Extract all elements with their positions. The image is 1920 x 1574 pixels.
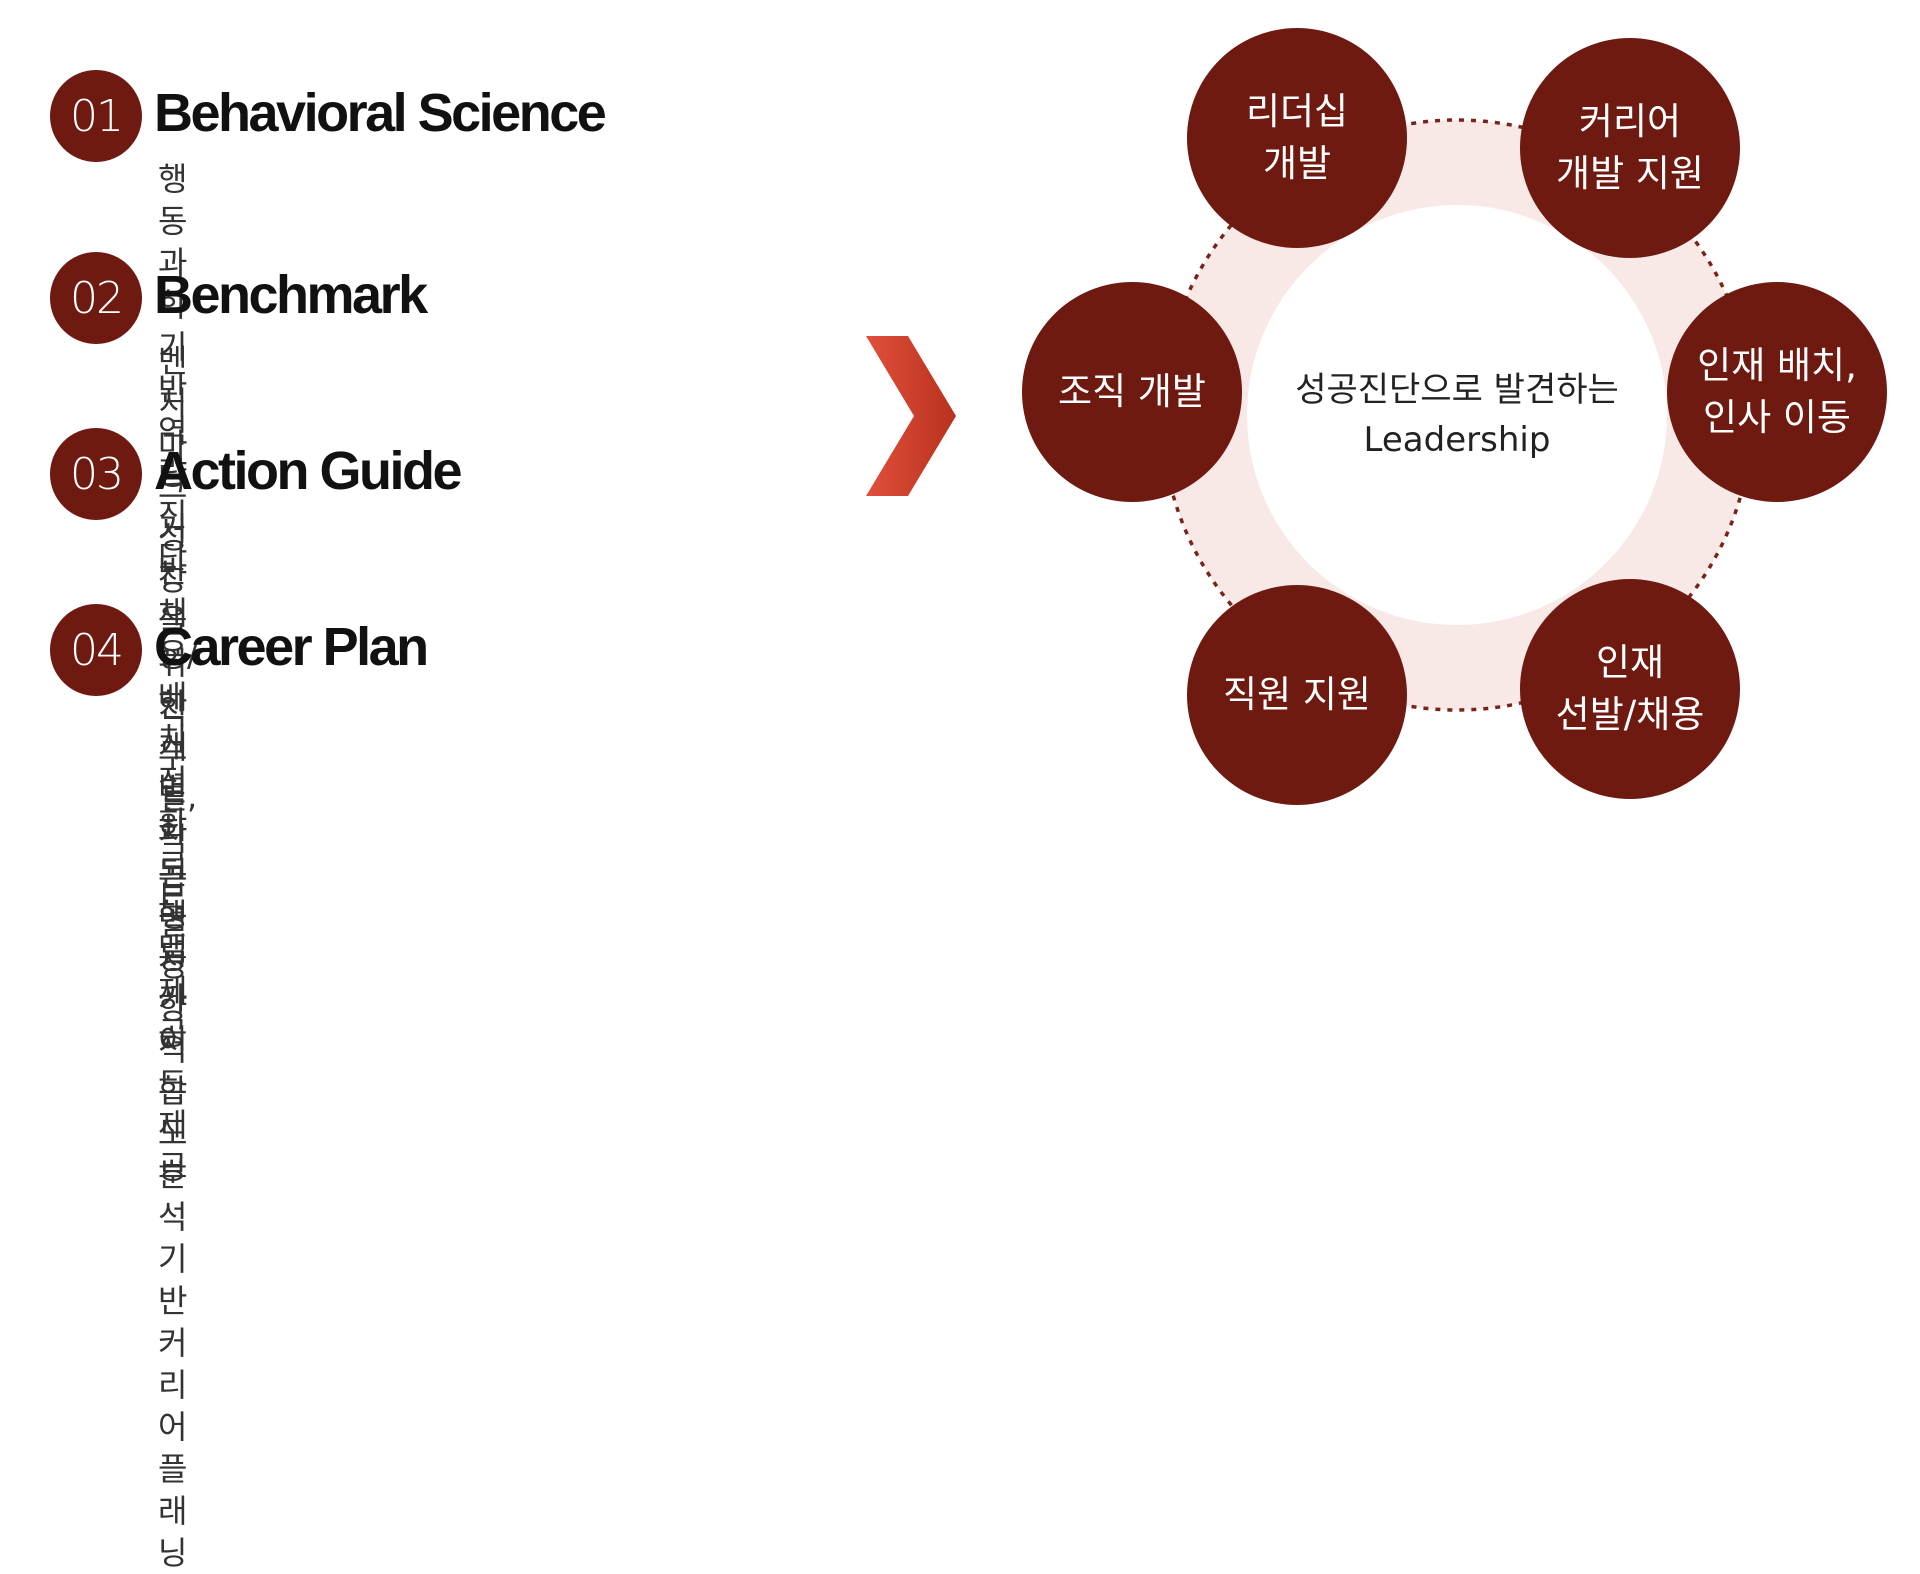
number-badge: 03 (50, 428, 142, 520)
number-badge: 01 (50, 70, 142, 162)
item-title: Behavioral Science (154, 83, 607, 143)
item-title: Action Guide (154, 441, 463, 501)
node-circle-employee-support (1187, 585, 1407, 805)
node-label-employee-support: 직원 지원 (1223, 673, 1371, 716)
node-circle-placement (1667, 282, 1887, 502)
node-circle-leadership-development (1187, 28, 1407, 248)
node-label-career-support: 커리어 개발 지원 (1556, 100, 1704, 195)
item-title: Benchmark (154, 265, 428, 325)
number-badge: 04 (50, 604, 142, 696)
node-circle-hiring (1520, 579, 1740, 799)
node-label-leadership-development: 리더십 개발 (1245, 90, 1349, 185)
node-label-placement: 인재 배치, 인사 이동 (1697, 344, 1857, 439)
node-label-org-development: 조직 개발 (1058, 370, 1206, 413)
node-circle-career-support (1520, 38, 1740, 258)
node-circle-org-development (1022, 282, 1242, 502)
node-label-hiring: 인재 선발/채용 (1555, 641, 1705, 736)
item-title: Career Plan (154, 617, 429, 677)
chevron-right-icon (866, 336, 956, 496)
item-description: 행동과학 기반 역량 진단 (158, 160, 187, 576)
center-circle (1247, 205, 1667, 625)
center-text: 성공진단으로 발견하는 Leadership (1295, 370, 1619, 460)
leadership-cycle-diagram (1022, 28, 1887, 805)
number-badge: 02 (50, 252, 142, 344)
